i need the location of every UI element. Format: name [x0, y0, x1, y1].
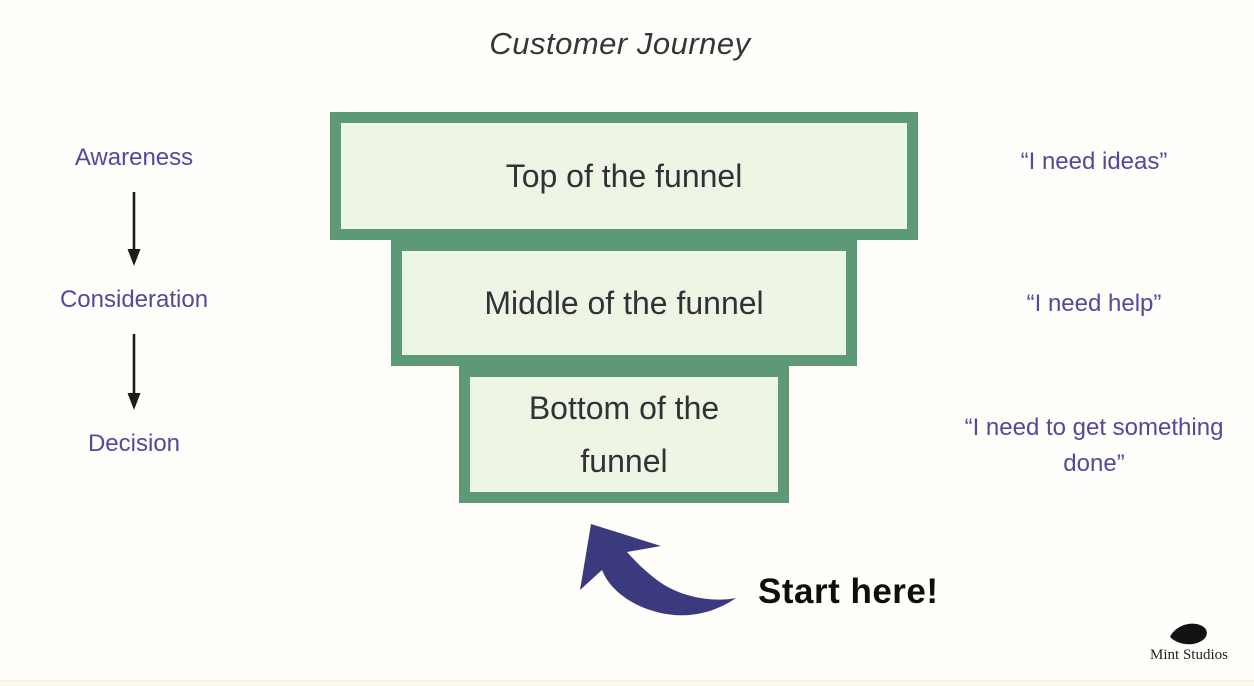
quote-top-of-funnel: “I need ideas”: [1020, 148, 1168, 175]
curved-arrow-up-left-icon: [580, 524, 736, 616]
stage-label-consideration: Consideration: [59, 286, 209, 313]
diagram-title: Customer Journey: [489, 26, 751, 61]
funnel-tier-middle-label: Middle of the funnel: [484, 284, 764, 321]
quote-middle-of-funnel: “I need help”: [1026, 290, 1162, 317]
funnel-tier-bottom-label: Bottom of the funnel: [528, 389, 720, 479]
funnel-tier-middle: Middle of the funnel: [391, 240, 857, 366]
funnel-tier-top-label: Top of the funnel: [505, 157, 743, 194]
leaf-icon: [1170, 623, 1207, 645]
down-arrow-icon: [28, 332, 240, 410]
quote-bottom-of-funnel: “I need to get something done”: [964, 414, 1224, 477]
brand-logo: Mint Studios: [1130, 620, 1248, 664]
funnel-tier-top: Top of the funnel: [330, 112, 918, 240]
slide-bottom-edge: [0, 680, 1254, 686]
funnel-tier-bottom: Bottom of the funnel: [459, 366, 789, 503]
stage-label-awareness: Awareness: [74, 144, 194, 171]
brand-name: Mint Studios: [1150, 647, 1228, 663]
start-here-label: Start here!: [758, 572, 939, 611]
stage-label-decision: Decision: [87, 430, 181, 457]
down-arrow-icon: [28, 190, 240, 266]
